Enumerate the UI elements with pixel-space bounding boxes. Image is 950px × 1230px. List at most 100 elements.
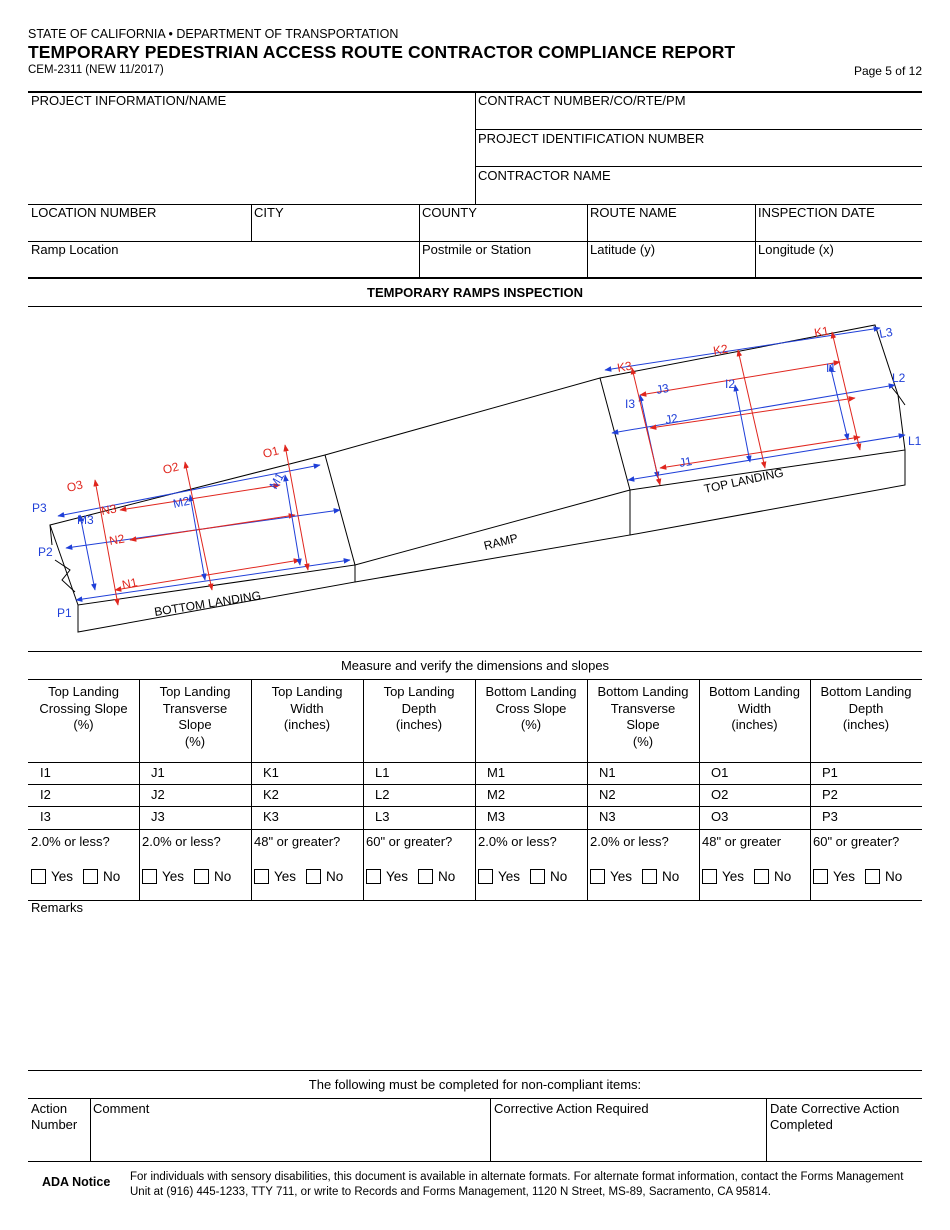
measurement-cell[interactable]: M3 (487, 809, 506, 824)
measurement-cell[interactable]: N3 (599, 809, 616, 824)
measurement-cell[interactable]: K3 (263, 809, 279, 824)
column-header-line: (inches) (731, 717, 778, 732)
measurement-cell[interactable]: K1 (263, 765, 279, 780)
yes-checkbox[interactable] (813, 869, 828, 884)
measurement-cell[interactable]: L2 (375, 787, 390, 802)
column-header-line: Width (737, 700, 772, 716)
measurement-cell[interactable]: L1 (375, 765, 390, 780)
measurement-cell[interactable]: P2 (822, 787, 838, 802)
diagram-label-p3: P3 (32, 501, 47, 515)
column-header-line: (inches) (395, 717, 443, 732)
project-id-field[interactable]: PROJECT IDENTIFICATION NUMBER (478, 131, 705, 146)
rule (28, 306, 922, 307)
no-label: No (662, 869, 680, 884)
top-landing-dims (604, 326, 906, 486)
action-number-field[interactable]: Action Number (31, 1101, 77, 1133)
diagram-label-p2: P2 (38, 545, 53, 559)
column-header-line: (inches) (283, 717, 331, 732)
diagram-label-n1: N1 (121, 575, 139, 592)
project-info-field[interactable]: PROJECT INFORMATION/NAME (31, 93, 227, 108)
no-checkbox[interactable] (83, 869, 99, 884)
measurement-cell[interactable]: O1 (711, 765, 729, 780)
yes-checkbox[interactable] (142, 869, 157, 884)
comment-field[interactable]: Comment (93, 1101, 150, 1116)
requirement-label: 2.0% or less? (478, 834, 557, 849)
diagram-label-l2: L2 (892, 371, 906, 385)
column-header-line: (%) (184, 733, 206, 749)
latitude-field[interactable]: Latitude (y) (590, 242, 656, 257)
column-header-line: Top Landing (271, 684, 343, 699)
agency-header: STATE OF CALIFORNIA • DEPARTMENT OF TRAN… (28, 27, 399, 41)
ramp-diagram: TOP LANDING RAMP BOTTOM LANDING P1 P2 P3… (32, 324, 922, 633)
contractor-name-field[interactable]: CONTRACTOR NAME (478, 168, 611, 183)
date-completed-field[interactable]: Date Corrective Action Completed (770, 1101, 899, 1133)
no-checkbox[interactable] (194, 869, 210, 884)
contract-number-field[interactable]: CONTRACT NUMBER/CO/RTE/PM (478, 93, 686, 108)
measurement-cell[interactable]: P1 (822, 765, 838, 780)
inspection-date-field[interactable]: INSPECTION DATE (758, 205, 875, 220)
yes-label: Yes (722, 869, 745, 884)
route-name-field[interactable]: ROUTE NAME (590, 205, 677, 220)
date-completed-label: Date Corrective Action (770, 1101, 900, 1116)
measurement-cell[interactable]: O2 (711, 787, 729, 802)
rule (28, 1070, 922, 1071)
diagram-label-top-landing: TOP LANDING (703, 465, 785, 496)
corrective-action-field[interactable]: Corrective Action Required (494, 1101, 649, 1116)
measurement-cell[interactable]: J1 (151, 765, 165, 780)
postmile-field[interactable]: Postmile or Station (422, 242, 532, 257)
measurement-cell[interactable]: N2 (599, 787, 616, 802)
diagram-label-m3: M3 (77, 513, 94, 527)
project-divider (475, 91, 476, 204)
diagram-label-o2: O2 (161, 459, 180, 477)
yes-label: Yes (162, 869, 185, 884)
yes-checkbox[interactable] (366, 869, 381, 884)
diagram-label-i2: I2 (725, 377, 735, 391)
measurement-cell[interactable]: L3 (375, 809, 390, 824)
measurement-cell[interactable]: O3 (711, 809, 729, 824)
no-checkbox[interactable] (754, 869, 770, 884)
col-divider (251, 204, 252, 241)
measurement-cell[interactable]: J2 (151, 787, 165, 802)
no-label: No (550, 869, 568, 884)
no-checkbox[interactable] (530, 869, 546, 884)
yes-checkbox[interactable] (254, 869, 269, 884)
measurement-cell[interactable]: P3 (822, 809, 838, 824)
ramp-location-field[interactable]: Ramp Location (31, 242, 119, 257)
yes-checkbox[interactable] (31, 869, 46, 884)
measurement-cell[interactable]: K2 (263, 787, 279, 802)
measurement-cell[interactable]: N1 (599, 765, 616, 780)
measurement-cell[interactable]: M1 (487, 765, 506, 780)
longitude-field[interactable]: Longitude (x) (758, 242, 834, 257)
no-checkbox[interactable] (642, 869, 658, 884)
measurement-cell[interactable]: I2 (40, 787, 51, 802)
form-title: TEMPORARY PEDESTRIAN ACCESS ROUTE CONTRA… (28, 42, 736, 62)
county-field[interactable]: COUNTY (422, 205, 477, 220)
measurement-cell[interactable]: J3 (151, 809, 165, 824)
no-checkbox[interactable] (865, 869, 881, 884)
col-divider (810, 679, 811, 900)
page-number: Page 5 of 12 (853, 64, 922, 78)
yes-checkbox[interactable] (478, 869, 493, 884)
no-label: No (438, 869, 456, 884)
measurement-cell[interactable]: M2 (487, 787, 506, 802)
column-header-line: Top Landing (159, 684, 231, 699)
no-checkbox[interactable] (306, 869, 322, 884)
city-field[interactable]: CITY (254, 205, 284, 220)
measurement-cell[interactable]: I3 (40, 809, 51, 824)
yes-checkbox[interactable] (590, 869, 605, 884)
column-header-line: Cross Slope (495, 700, 567, 716)
remarks-field[interactable]: Remarks (31, 900, 84, 915)
no-checkbox[interactable] (418, 869, 434, 884)
yes-checkbox[interactable] (702, 869, 717, 884)
location-number-field[interactable]: LOCATION NUMBER (31, 205, 157, 220)
measurement-cell[interactable]: I1 (40, 765, 51, 780)
no-label: No (103, 869, 121, 884)
col-divider (90, 1098, 91, 1161)
